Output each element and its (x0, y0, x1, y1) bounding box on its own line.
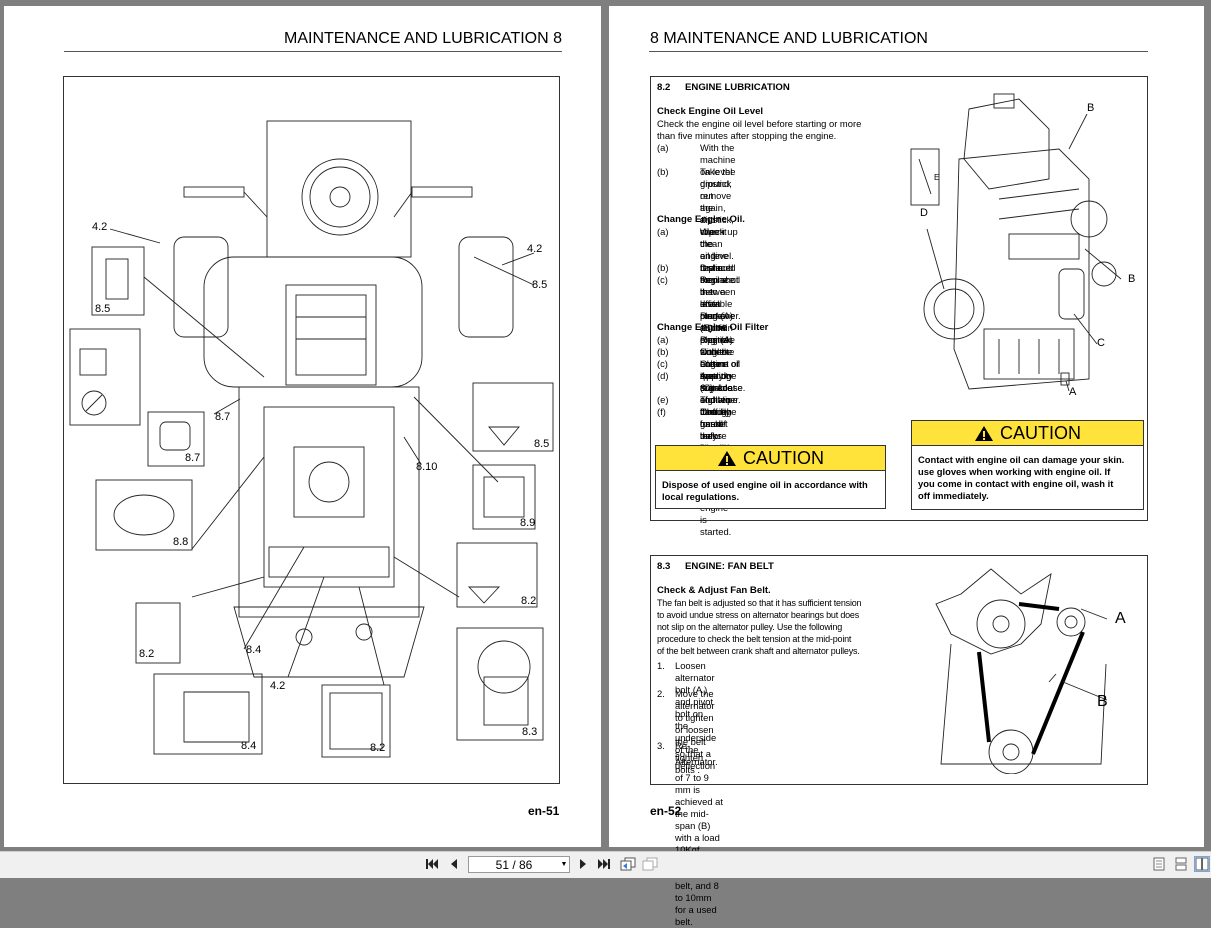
previous-page-icon (451, 859, 457, 869)
left-running-head: MAINTENANCE AND LUBRICATION 8 (284, 30, 562, 47)
caution-banner: CAUTION (656, 446, 885, 471)
callout-label: 4.2 (92, 221, 108, 233)
caution-text: Contact with engine oil can damage your … (918, 454, 1125, 501)
single-page-view-button[interactable] (1151, 856, 1167, 872)
viewer-toolbar: 51 / 86 ▼ (0, 851, 1211, 878)
check-oil-intro: Check the engine oil level before starti… (657, 118, 862, 141)
callout-label: 8.2 (370, 742, 386, 754)
go-back-button[interactable] (620, 856, 636, 872)
caution-box-disposal: CAUTION Dispose of used engine oil in ac… (655, 445, 886, 509)
first-page-icon (426, 859, 438, 869)
right-running-head: 8 MAINTENANCE AND LUBRICATION (650, 30, 928, 47)
fan-belt-illustration (935, 568, 1108, 774)
machine-illustration (69, 120, 554, 758)
callout-label: 8.8 (173, 536, 189, 548)
change-filter-heading: Change Engine Oil Filter (657, 322, 769, 333)
chevron-down-icon[interactable]: ▼ (560, 861, 568, 868)
back-view-icon (620, 857, 636, 871)
engine-label-b2: B (1128, 273, 1136, 285)
callout-label: 8.4 (246, 644, 262, 656)
change-oil-heading: Change Engine Oil. (657, 214, 745, 225)
last-page-button[interactable] (596, 856, 612, 872)
callout-label: 4.2 (270, 680, 286, 692)
forward-view-icon (642, 857, 658, 871)
callout-label: 8.2 (521, 595, 537, 607)
warning-triangle-icon (718, 450, 736, 466)
engine-oil-points-illustration (910, 93, 1122, 392)
callout-label: 8.4 (241, 740, 257, 752)
page-number-value: 51 / 86 (495, 857, 533, 872)
fan-belt-heading: Check & Adjust Fan Belt. (657, 585, 771, 596)
callout-label: 8.5 (534, 438, 550, 450)
page-number-field[interactable]: 51 / 86 ▼ (468, 856, 570, 873)
left-page: MAINTENANCE AND LUBRICATION 8 (4, 6, 601, 847)
engine-label-a: A (1069, 386, 1077, 398)
engine-label-b: B (1087, 102, 1095, 114)
callout-label: 8.7 (185, 452, 201, 464)
header-rule (649, 51, 1148, 52)
single-page-icon (1153, 857, 1165, 871)
engine-label-c: C (1097, 337, 1105, 349)
fig-label-b: B (1097, 693, 1108, 710)
engine-label-d: D (920, 207, 928, 219)
caution-text: Dispose of used engine oil in accordance… (662, 479, 868, 502)
go-forward-button[interactable] (642, 856, 658, 872)
fig-label-a: A (1115, 610, 1126, 627)
continuous-page-icon (1175, 857, 1187, 871)
first-page-button[interactable] (424, 856, 440, 872)
engine-label-e: E (934, 173, 940, 182)
callout-label: 8.5 (95, 303, 111, 315)
callout-label: 8.5 (532, 279, 548, 291)
callout-label: 8.7 (215, 411, 231, 423)
last-page-icon (598, 859, 610, 869)
facing-pages-view-button[interactable] (1194, 856, 1210, 872)
next-page-icon (580, 859, 586, 869)
callout-label: 8.2 (139, 648, 155, 660)
next-page-button[interactable] (575, 856, 591, 872)
machine-overview-figure: 4.2 4.2 8.5 8.5 8.7 8.7 8.5 8.10 8.9 8.8… (63, 76, 560, 784)
warning-triangle-icon (975, 425, 993, 441)
caution-box-skin: CAUTION Contact with engine oil can dama… (911, 420, 1144, 510)
callout-label: 8.3 (522, 726, 538, 738)
previous-page-button[interactable] (446, 856, 462, 872)
left-page-number: en-51 (528, 804, 560, 818)
header-rule (64, 51, 562, 52)
check-oil-heading: Check Engine Oil Level (657, 106, 764, 117)
callout-label: 8.9 (520, 517, 536, 529)
fan-belt-intro: The fan belt is adjusted so that it has … (657, 598, 862, 656)
continuous-view-button[interactable] (1173, 856, 1189, 872)
callout-label: 8.10 (416, 461, 438, 473)
facing-pages-icon (1195, 857, 1209, 871)
caution-banner: CAUTION (912, 421, 1143, 446)
right-page-number: en-52 (650, 804, 682, 818)
callout-label: 4.2 (527, 243, 543, 255)
